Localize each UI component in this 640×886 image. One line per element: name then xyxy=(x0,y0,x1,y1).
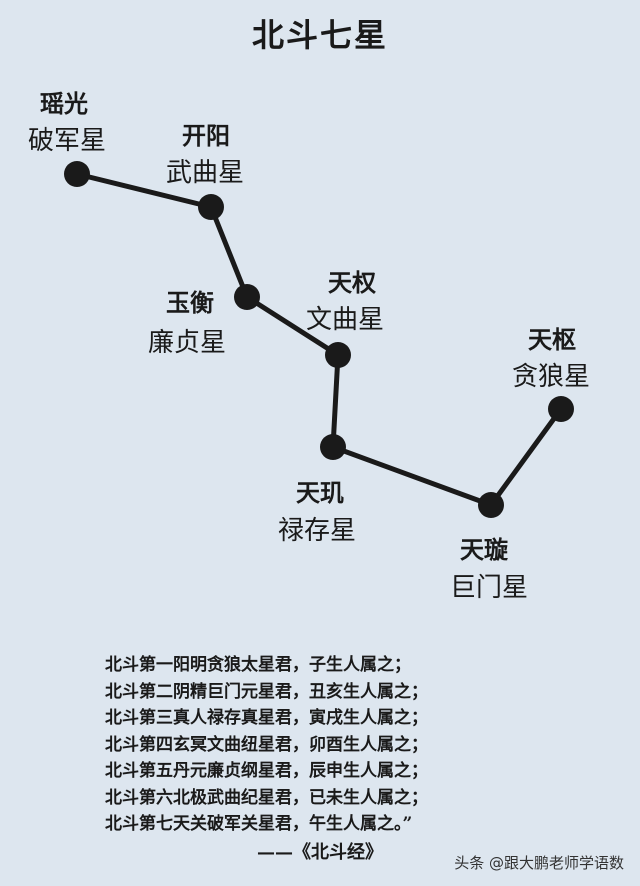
star-dot-tianshu xyxy=(548,396,574,422)
star-dot-kaiyang xyxy=(198,194,224,220)
star-name-kaiyang: 开阳 xyxy=(182,121,230,150)
star-name-yuheng: 玉衡 xyxy=(166,288,214,317)
verse-line: 北斗第四玄冥文曲纽星君，卯酉生人属之； xyxy=(105,734,428,755)
star-name-tianxuan: 天璇 xyxy=(460,535,508,564)
verse-block: 北斗第一阳明贪狼太星君，子生人属之； 北斗第二阴精巨门元星君，丑亥生人属之； 北… xyxy=(0,652,640,838)
verse-line: 北斗第三真人禄存真星君，寅戌生人属之； xyxy=(105,708,428,728)
star-alias-pojun: 破军星 xyxy=(28,126,107,156)
star-name-tianquan: 天权 xyxy=(328,268,376,297)
star-name-yaoguang: 瑶光 xyxy=(40,89,88,118)
star-alias-tanlang: 贪狼星 xyxy=(512,362,591,392)
star-dot-tianquan xyxy=(325,342,351,368)
source-citation: ——《北斗经》 xyxy=(257,842,383,863)
watermark: 头条 @跟大鹏老师学语数 xyxy=(454,854,624,872)
star-dot-yaoguang xyxy=(64,161,90,187)
star-name-tianshu: 天枢 xyxy=(528,325,576,354)
verse-line: 北斗第一阳明贪狼太星君，子生人属之； xyxy=(105,655,411,675)
star-name-tianji: 天玑 xyxy=(296,478,344,507)
star-alias-wenqu: 文曲星 xyxy=(306,305,385,335)
star-dot-tianji xyxy=(320,434,346,460)
star-alias-lucun: 禄存星 xyxy=(278,516,357,546)
star-alias-lianzhen: 廉贞星 xyxy=(148,328,227,358)
star-alias-jumen: 巨门星 xyxy=(450,573,529,603)
verse-line: 北斗第七天关破军关星君，午生人属之。” xyxy=(105,814,413,834)
star-dot-yuheng xyxy=(234,284,260,310)
page-title: 北斗七星 xyxy=(251,16,388,54)
verse-line: 北斗第五丹元廉贞纲星君，辰申生人属之； xyxy=(105,761,428,781)
star-dot-tianxuan xyxy=(478,492,504,518)
star-alias-wuqu: 武曲星 xyxy=(166,158,245,188)
verse-line: 北斗第二阴精巨门元星君，丑亥生人属之； xyxy=(105,681,428,702)
verse-line: 北斗第六北极武曲纪星君，已未生人属之； xyxy=(105,787,428,808)
